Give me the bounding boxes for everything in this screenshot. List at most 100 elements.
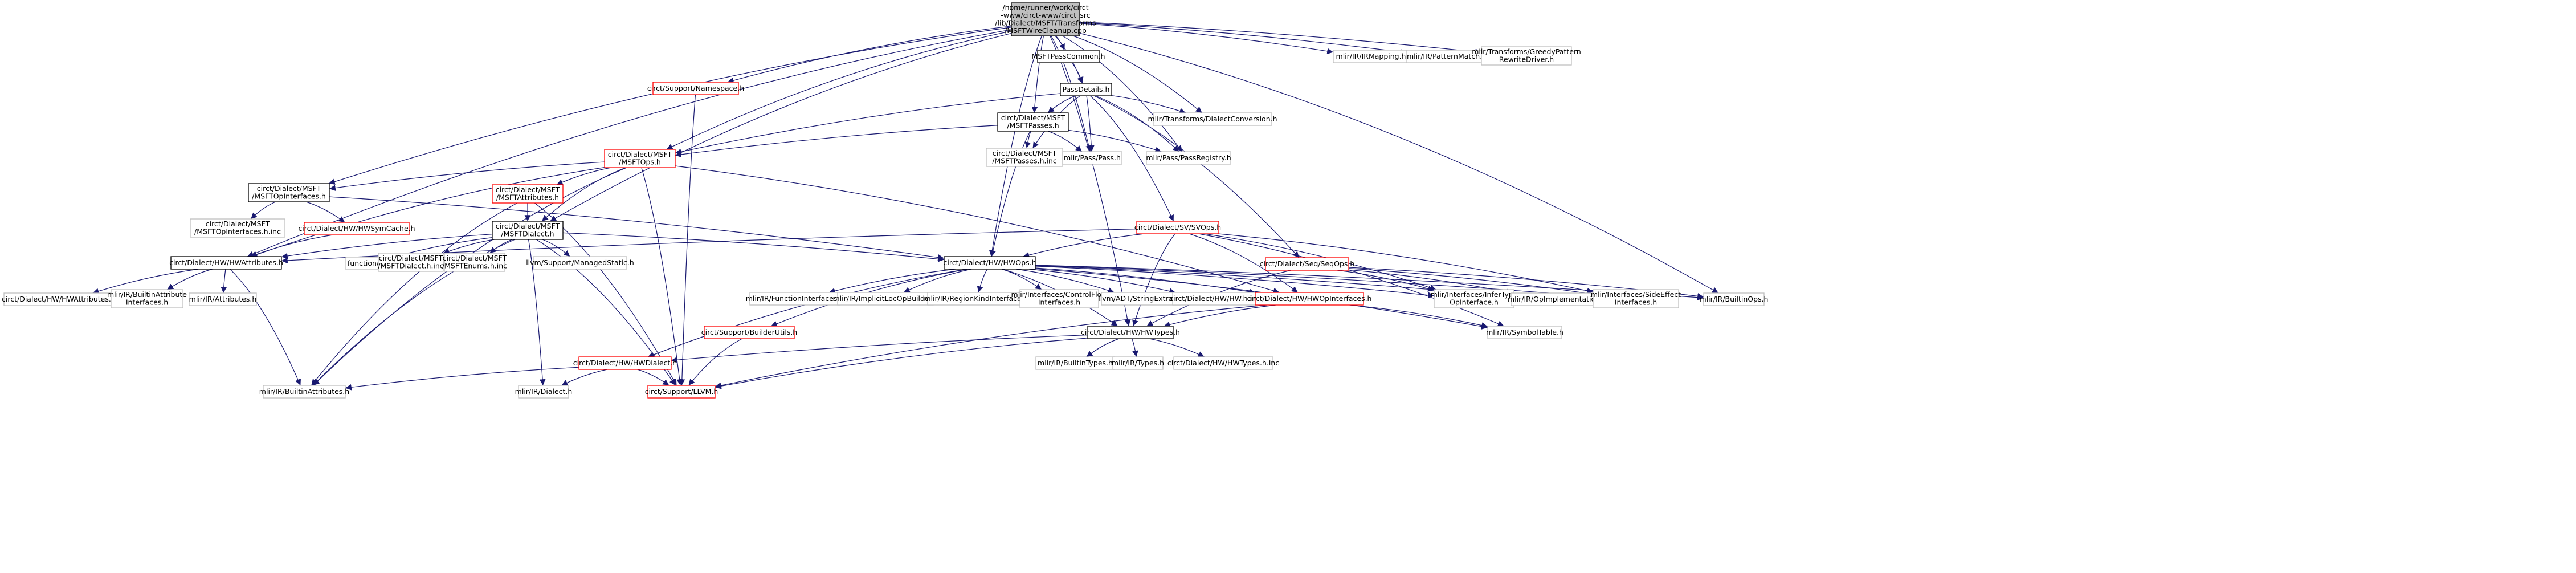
node-label-controlflow-line-0: mlir/Interfaces/ControlFlow bbox=[1011, 290, 1108, 299]
node-label-functional-line-0: functional bbox=[348, 259, 383, 267]
node-label-msftopinterfacesinc-line-0: circt/Dialect/MSFT bbox=[206, 220, 270, 228]
edge-passdetails-to-msftpasses bbox=[1047, 95, 1076, 113]
node-msftdialect[interactable]: circt/Dialect/MSFT/MSFTDialect.h bbox=[492, 221, 564, 240]
node-hwdialect[interactable]: circt/Dialect/HW/HWDialect.h bbox=[573, 356, 677, 370]
node-msftpasscommon[interactable]: MSFTPassCommon.h bbox=[1031, 50, 1105, 63]
node-label-hwdialect-line-0: circt/Dialect/HW/HWDialect.h bbox=[573, 359, 677, 367]
edge-root-to-builtinops bbox=[1079, 32, 1719, 294]
node-label-patternmatch-line-0: mlir/IR/PatternMatch.h bbox=[1407, 52, 1487, 60]
node-hwtypes[interactable]: circt/Dialect/HW/HWTypes.h bbox=[1081, 326, 1180, 339]
node-label-greedy-line-1: RewriteDriver.h bbox=[1499, 55, 1554, 64]
node-box-msftenumsinc bbox=[444, 253, 505, 272]
node-namespace[interactable]: circt/Support/Namespace.h bbox=[647, 82, 744, 95]
edge-root-to-hwattributes bbox=[247, 29, 1012, 257]
edge-hwattributes-to-hwattributesinc bbox=[92, 269, 199, 294]
node-stringextras: llvm/ADT/StringExtras.h bbox=[1098, 292, 1183, 306]
node-label-functioninterfaces-line-0: mlir/IR/FunctionInterfaces.h bbox=[746, 294, 844, 303]
edge-hwattributes-to-attributes bbox=[221, 269, 227, 294]
node-label-msftpassesinc-line-1: /MSFTPasses.h.inc bbox=[992, 157, 1057, 165]
edge-hwops-to-builderutils bbox=[770, 269, 969, 327]
node-box-passregistry bbox=[1146, 151, 1231, 165]
node-msftpasses[interactable]: circt/Dialect/MSFT/MSFTPasses.h bbox=[997, 112, 1069, 132]
node-passregistry: mlir/Pass/PassRegistry.h bbox=[1146, 151, 1231, 165]
edge-msftops-to-msftattributes bbox=[556, 167, 611, 185]
node-label-root-line-3: /MSFTWireCleanup.cpp bbox=[1005, 26, 1087, 35]
node-msftopinterfaces[interactable]: circt/Dialect/MSFT/MSFTOpInterfaces.h bbox=[248, 183, 330, 202]
node-label-msftdialectinc-line-0: circt/Dialect/MSFT bbox=[379, 254, 443, 262]
node-passdetails[interactable]: PassDetails.h bbox=[1060, 83, 1112, 96]
node-managedstatic: llvm/Support/ManagedStatic.h bbox=[526, 256, 634, 270]
node-box-controlflow bbox=[1019, 289, 1099, 308]
node-builderutils[interactable]: circt/Support/BuilderUtils.h bbox=[701, 326, 797, 339]
edge-hwtypes-to-hwdialect bbox=[671, 334, 1088, 363]
node-svops[interactable]: circt/Dialect/SV/SVOps.h bbox=[1134, 221, 1221, 234]
edge-root-to-greedy bbox=[1079, 21, 1482, 55]
node-seqops[interactable]: circt/Dialect/Seq/SeqOps.h bbox=[1260, 257, 1355, 271]
edge-msftopinterfaces-to-msftopinterfacesinc bbox=[250, 201, 276, 220]
edge-root-to-msftdialect bbox=[550, 32, 1012, 222]
node-label-hwsymcache-line-0: circt/Dialect/HW/HWSymCache.h bbox=[298, 224, 415, 233]
edge-hwops-to-hwopinterfaces bbox=[1035, 267, 1256, 295]
node-hwattributes[interactable]: circt/Dialect/HW/HWAttributes.h bbox=[169, 256, 283, 270]
edge-msftpasscommon-to-passdetails bbox=[1071, 62, 1084, 84]
node-symboltable: mlir/IR/SymbolTable.h bbox=[1486, 326, 1563, 339]
node-label-greedy-line-0: mlir/Transforms/GreedyPattern bbox=[1472, 47, 1581, 56]
node-label-msftpassesinc-line-0: circt/Dialect/MSFT bbox=[993, 149, 1057, 157]
edge-hwdialect-to-builtinattributes bbox=[345, 367, 579, 391]
node-label-msftattributes-line-1: /MSFTAttributes.h bbox=[496, 193, 559, 202]
edge-namespace-to-llvmh bbox=[679, 94, 696, 386]
edge-msftdialect-to-hwops bbox=[562, 232, 945, 262]
node-msftpassesinc: circt/Dialect/MSFT/MSFTPasses.h.inc bbox=[986, 148, 1063, 167]
node-hwsymcache[interactable]: circt/Dialect/HW/HWSymCache.h bbox=[298, 222, 415, 235]
node-label-msftenumsinc-line-0: circt/Dialect/MSFT bbox=[443, 254, 507, 262]
edge-passdetails-to-passh bbox=[1086, 95, 1095, 152]
node-attributes: mlir/IR/Attributes.h bbox=[189, 292, 257, 306]
node-label-root-line-1: -www/circt-www/circt_src bbox=[1001, 11, 1090, 19]
edge-hwtypes-to-types bbox=[1132, 338, 1138, 357]
edge-hwopinterfaces-to-hwtypes bbox=[1164, 304, 1276, 328]
node-label-svops-line-0: circt/Dialect/SV/SVOps.h bbox=[1134, 223, 1221, 231]
node-label-msftopinterfaces-line-0: circt/Dialect/MSFT bbox=[257, 184, 321, 193]
node-root[interactable]: /home/runner/work/circt-www/circt-www/ci… bbox=[995, 2, 1096, 36]
node-label-dialecth-line-0: mlir/IR/Dialect.h bbox=[515, 387, 573, 396]
edge-hwops-to-implicitloc bbox=[903, 269, 972, 293]
node-label-hwtypes-line-0: circt/Dialect/HW/HWTypes.h bbox=[1081, 328, 1180, 336]
edge-svops-to-symboltable bbox=[1198, 233, 1504, 327]
node-box-dialectconv bbox=[1153, 112, 1272, 126]
edge-msftdialect-to-dialecth bbox=[528, 239, 546, 386]
node-box-msftpasses bbox=[997, 112, 1069, 132]
node-label-hwinc-line-0: circt/Dialect/HW/HW.h.inc bbox=[1169, 294, 1260, 303]
edge-msftdialect-to-managedstatic bbox=[542, 239, 570, 257]
node-box-sideeffect bbox=[1593, 289, 1679, 308]
node-hwopinterfaces[interactable]: circt/Dialect/HW/HWOpInterfaces.h bbox=[1247, 292, 1372, 306]
node-box-msftdialectinc bbox=[378, 253, 444, 272]
edge-hwdialect-to-llvmh bbox=[637, 369, 669, 386]
edge-msftpasses-to-passregistry bbox=[1068, 129, 1162, 153]
edge-msftops-to-hwattributes bbox=[251, 167, 605, 258]
edge-hwsymcache-to-hwattributes bbox=[250, 234, 333, 258]
node-opimpl: mlir/IR/OpImplementation.h bbox=[1508, 292, 1607, 306]
node-label-builtinattrinterfaces-line-0: mlir/IR/BuiltinAttribute bbox=[107, 290, 187, 299]
node-llvmh[interactable]: circt/Support/LLVM.h bbox=[645, 385, 718, 399]
node-label-sideeffect-line-0: mlir/Interfaces/SideEffect bbox=[1591, 290, 1681, 299]
node-msftops[interactable]: circt/Dialect/MSFT/MSFTOps.h bbox=[604, 149, 676, 168]
edge-svops-to-sideeffect bbox=[1218, 233, 1594, 294]
node-msftattributes[interactable]: circt/Dialect/MSFT/MSFTAttributes.h bbox=[492, 184, 564, 204]
edge-hwops-to-hwdialect bbox=[647, 269, 967, 358]
edge-passdetails-to-svops bbox=[1089, 95, 1174, 222]
node-label-builtinops-line-0: mlir/IR/BuiltinOps.h bbox=[1700, 295, 1769, 303]
node-patternmatch: mlir/IR/PatternMatch.h bbox=[1406, 50, 1488, 63]
node-msftenumsinc: circt/Dialect/MSFT/MSFTEnums.h.inc bbox=[442, 253, 507, 272]
node-hwops[interactable]: circt/Dialect/HW/HWOps.h bbox=[943, 256, 1036, 270]
edge-hwtypes-to-builtintypes bbox=[1086, 338, 1120, 357]
edge-msftdialect-to-msftdialectinc bbox=[443, 239, 495, 254]
node-label-hwattributes-line-0: circt/Dialect/HW/HWAttributes.h bbox=[169, 258, 283, 267]
edge-root-to-namespace bbox=[727, 26, 1012, 84]
edge-msftops-to-msftdialect bbox=[541, 167, 626, 222]
node-label-controlflow-line-1: Interfaces.h bbox=[1038, 298, 1080, 307]
node-label-symboltable-line-0: mlir/IR/SymbolTable.h bbox=[1486, 328, 1563, 336]
node-label-managedstatic-line-0: llvm/Support/ManagedStatic.h bbox=[526, 258, 634, 267]
